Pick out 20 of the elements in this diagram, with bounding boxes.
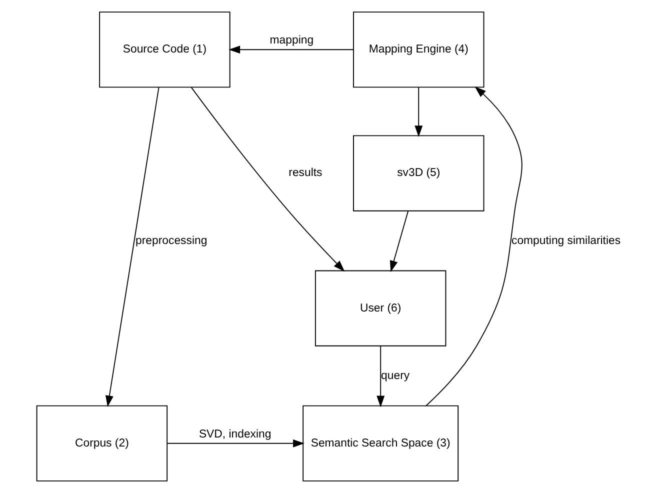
edge-label: computing similarities <box>511 234 620 247</box>
arrow <box>166 439 304 448</box>
edge-label: SVD, indexing <box>198 428 271 440</box>
node-box: Mapping Engine (4) <box>352 12 484 88</box>
node-box: sv3D (5) <box>352 135 484 212</box>
node-box: Source Code (1) <box>98 12 230 88</box>
node-box: Corpus (2) <box>36 405 168 482</box>
node-box: Semantic Search Space (3) <box>302 405 458 482</box>
edge-label: mapping <box>269 34 314 47</box>
node-box: User (6) <box>314 270 446 346</box>
arrow <box>389 210 408 272</box>
edge-label: results <box>288 167 322 180</box>
edge-label: preprocessing <box>135 234 207 247</box>
arrow <box>228 46 354 54</box>
arrow <box>190 86 344 272</box>
arrow <box>104 86 159 408</box>
arrow <box>376 346 384 408</box>
edge-label: query <box>380 370 410 382</box>
arrow <box>425 86 522 406</box>
arrow <box>414 86 422 138</box>
